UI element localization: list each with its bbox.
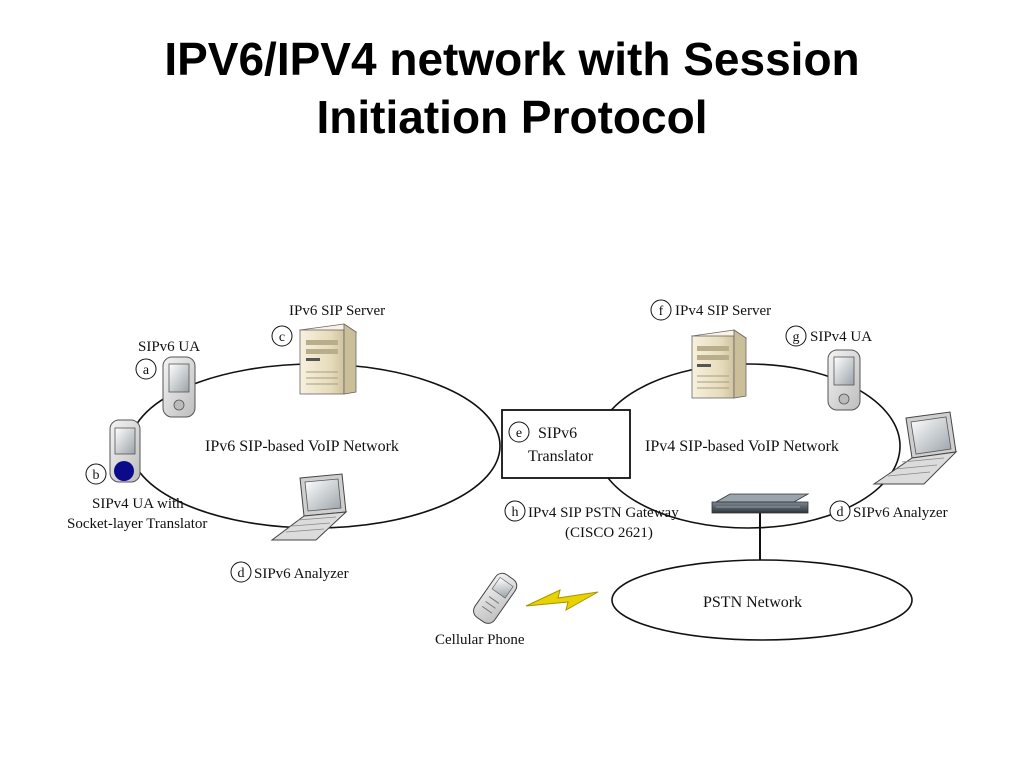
sipv4-ua-with-translator: b SIPv4 UA with Socket-layer Translator (67, 419, 207, 532)
server-icon (298, 323, 358, 395)
pda-icon (162, 356, 196, 418)
marker-circle (85, 463, 107, 485)
laptop-icon (872, 411, 958, 485)
sipv6-ua-label: SIPv6 UA (138, 339, 200, 355)
ipv6-sip-server: IPv6 SIP Server c (271, 303, 385, 395)
marker-letter: c (279, 330, 285, 345)
marker-letter: d (837, 505, 844, 520)
marker-circle (650, 299, 672, 321)
ipv4-sip-server: f IPv4 SIP Server (650, 299, 771, 399)
pstn-gateway: h IPv4 SIP PSTN Gateway (CISCO 2621) (504, 493, 810, 541)
marker-letter: g (793, 330, 800, 345)
cellular-phone: Cellular Phone (435, 572, 599, 648)
title-line-1: IPV6/IPV4 network with Session (164, 33, 860, 85)
pda-icon (827, 349, 861, 411)
ipv6-network-label: IPv6 SIP-based VoIP Network (205, 438, 399, 455)
sipv6-ua: SIPv6 UA a (135, 339, 200, 418)
marker-letter: f (659, 304, 664, 319)
sipv6-translator: e SIPv6 Translator (501, 409, 631, 479)
sipv6-analyzer-left: d SIPv6 Analyzer (230, 473, 349, 583)
marker-letter: a (143, 363, 150, 378)
sipv6-analyzer-left-label: SIPv6 Analyzer (254, 566, 349, 582)
title-line-2: Initiation Protocol (316, 91, 708, 143)
sipv6-analyzer-right: d SIPv6 Analyzer (829, 411, 958, 522)
server-icon (690, 329, 748, 399)
translator-box (501, 409, 631, 479)
ipv4-network-label: IPv4 SIP-based VoIP Network (645, 438, 839, 455)
gateway-label-line-2: (CISCO 2621) (565, 525, 653, 541)
sipv4-ua-label-line-1: SIPv4 UA with (92, 496, 184, 512)
marker-letter: e (516, 426, 522, 441)
marker-circle (508, 421, 530, 443)
marker-circle (271, 325, 293, 347)
marker-circle (135, 358, 157, 380)
laptop-icon (270, 473, 348, 541)
lightning-icon (525, 589, 599, 612)
marker-circle (230, 561, 252, 583)
ipv4-server-label: IPv4 SIP Server (675, 303, 771, 319)
cellular-phone-label: Cellular Phone (435, 632, 525, 648)
cellular-phone-icon (473, 572, 518, 624)
marker-letter: h (512, 505, 519, 520)
marker-circle (504, 500, 526, 522)
pstn-network-label: PSTN Network (703, 594, 802, 611)
translator-dot (114, 461, 134, 481)
sipv4-ua: g SIPv4 UA (785, 325, 872, 411)
gateway-label-line-1: IPv4 SIP PSTN Gateway (528, 505, 679, 521)
marker-circle (785, 325, 807, 347)
marker-letter: d (238, 566, 245, 581)
gateway-router-icon (711, 493, 810, 514)
ipv6-server-label: IPv6 SIP Server (289, 303, 385, 319)
sipv4-ua-label: SIPv4 UA (810, 329, 872, 345)
translator-line-2: Translator (528, 448, 594, 465)
translator-line-1: SIPv6 (538, 425, 577, 442)
sipv6-analyzer-right-label: SIPv6 Analyzer (853, 505, 948, 521)
sipv4-ua-label-line-2: Socket-layer Translator (67, 516, 207, 532)
marker-letter: b (93, 468, 100, 483)
slide-title: IPV6/IPV4 network with Session Initiatio… (0, 30, 1024, 146)
pstn-network-ring (611, 559, 913, 641)
marker-circle (829, 500, 851, 522)
pda-icon (109, 419, 141, 483)
